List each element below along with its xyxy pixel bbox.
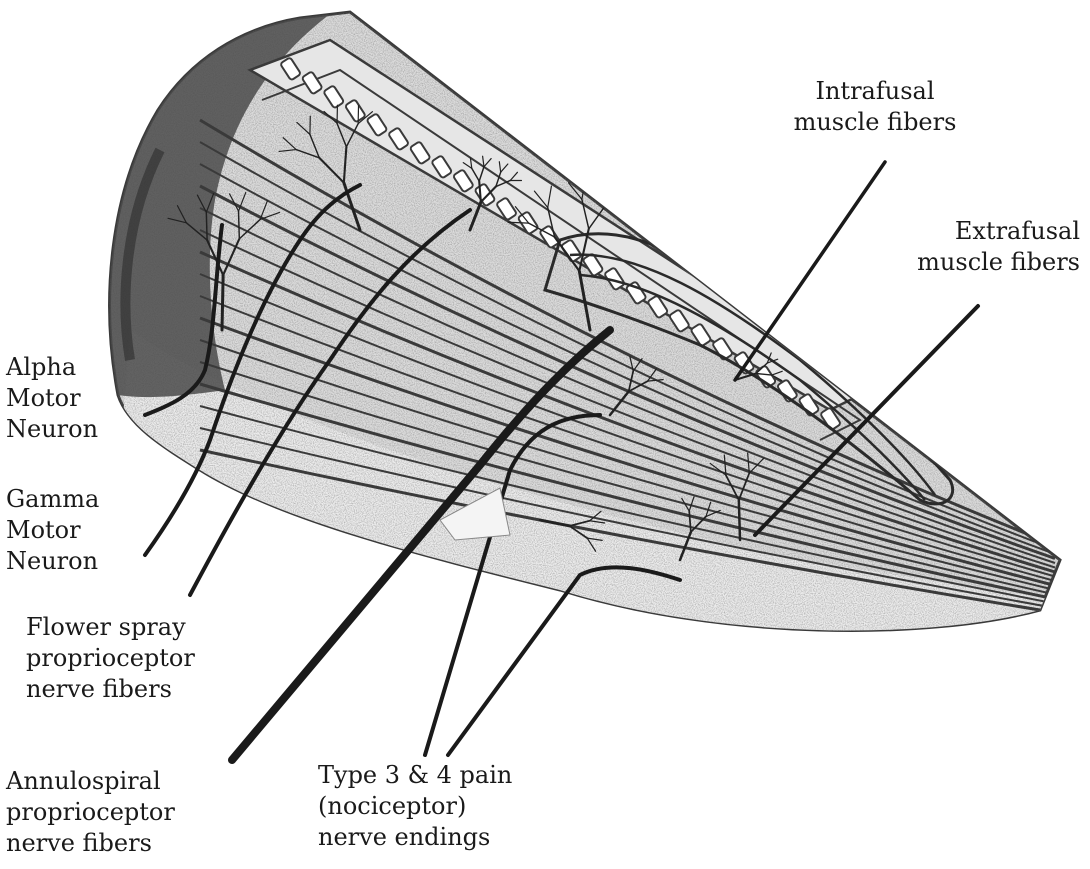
nerve-branch — [607, 192, 626, 204]
label-line: Annulospiral — [6, 766, 175, 797]
label-line: Flower spray — [26, 612, 195, 643]
leader-intrafusal — [735, 162, 885, 380]
label-line: Motor — [6, 383, 98, 414]
label-line: proprioceptor — [26, 643, 195, 674]
label-line: nerve endings — [318, 822, 512, 853]
label-line: muscle fibers — [886, 247, 1080, 278]
label-line: Neuron — [6, 414, 98, 445]
label-line: proprioceptor — [6, 797, 175, 828]
label-line: nerve fibers — [26, 674, 195, 705]
label-line: Type 3 & 4 pain — [318, 760, 512, 791]
label-flower-spray: Flower spray proprioceptor nerve fibers — [26, 612, 195, 705]
nerve-branch — [508, 222, 529, 223]
nerve-branch — [222, 275, 223, 330]
label-extrafusal: Extrafusal muscle fibers — [886, 216, 1080, 278]
label-line: Motor — [6, 515, 99, 546]
nerve-branch — [239, 211, 240, 239]
nerve-branch — [206, 212, 207, 240]
label-annulospiral: Annulospiral proprioceptor nerve fibers — [6, 766, 175, 859]
label-intrafusal: Intrafusal muscle fibers — [780, 76, 970, 138]
label-line: Neuron — [6, 546, 99, 577]
label-nociceptor: Type 3 & 4 pain (nociceptor) nerve endin… — [318, 760, 512, 853]
label-alpha-motor-neuron: Alpha Motor Neuron — [6, 352, 98, 445]
label-line: muscle fibers — [780, 107, 970, 138]
label-gamma-motor-neuron: Gamma Motor Neuron — [6, 484, 99, 577]
label-line: Extrafusal — [886, 216, 1080, 247]
label-line: Intrafusal — [780, 76, 970, 107]
label-line: Gamma — [6, 484, 99, 515]
label-line: Alpha — [6, 352, 98, 383]
label-line: (nociceptor) — [318, 791, 512, 822]
nerve-branch — [607, 182, 611, 203]
label-line: nerve fibers — [6, 828, 175, 859]
nerve-branch — [739, 500, 740, 540]
